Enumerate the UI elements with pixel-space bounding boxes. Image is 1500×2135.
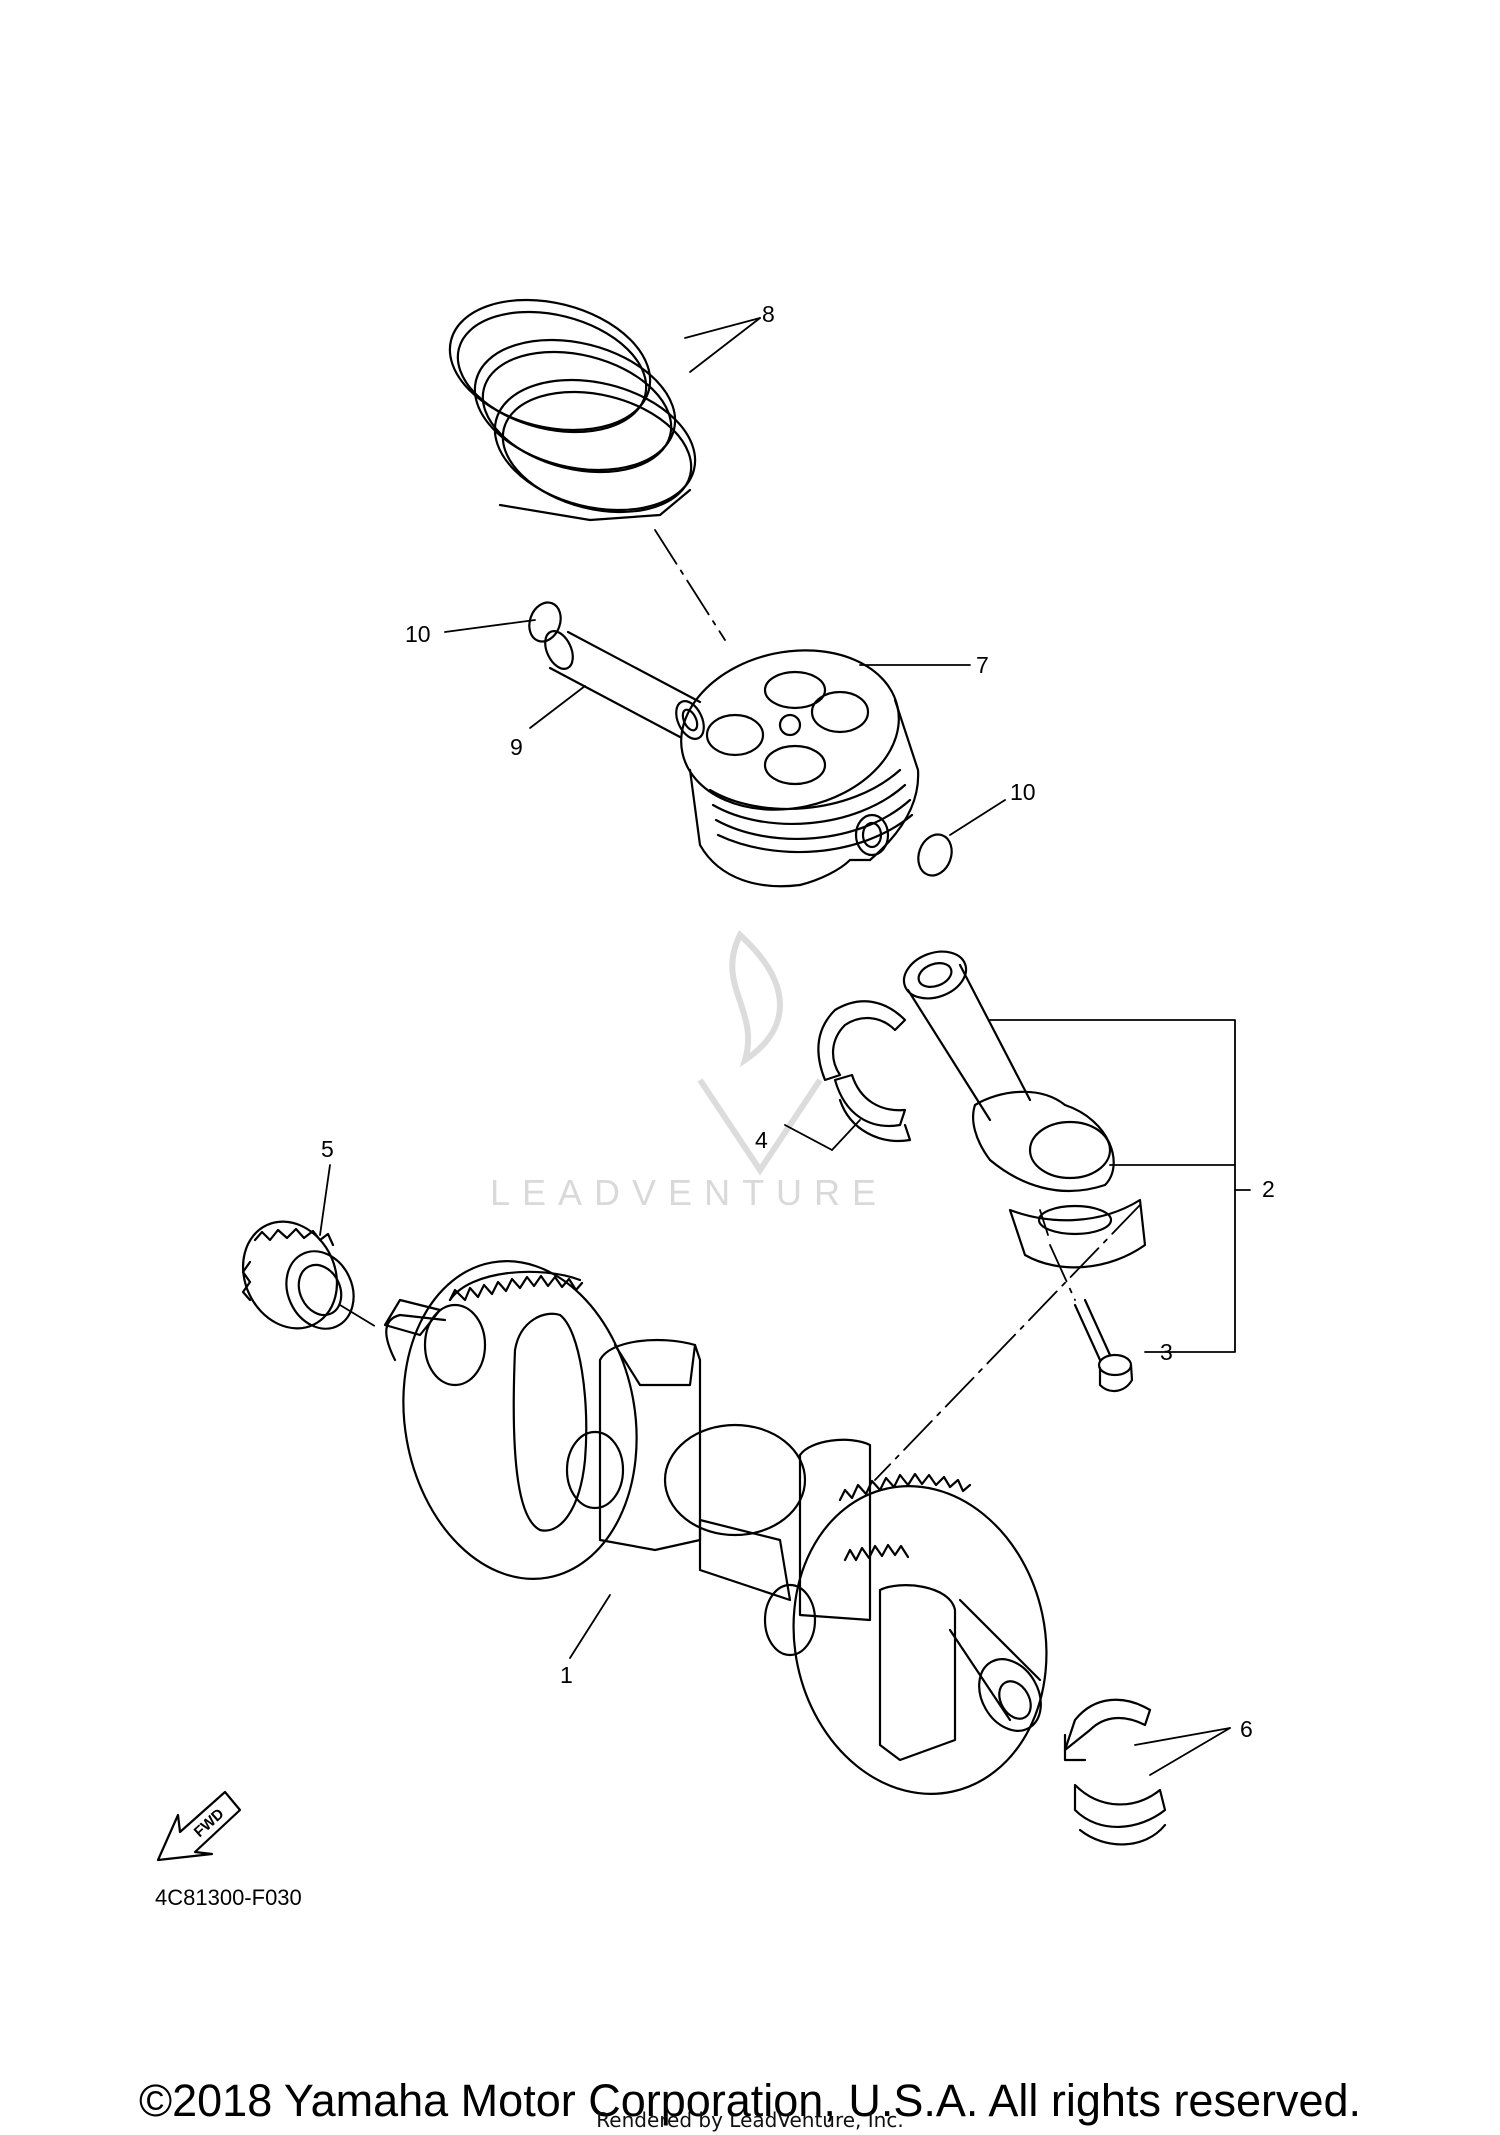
connecting-rod [897,943,1145,1267]
watermark-brand-text: LEADVENTURE [490,1172,888,1213]
circlip-right [913,830,957,880]
crank-web-4 [766,1462,1075,1817]
big-end-bearings [818,1001,910,1141]
circlip-left [524,598,566,646]
callout-10-left: 10 [405,621,431,647]
watermark-v [700,1080,820,1170]
primary-drive-gear [226,1206,366,1344]
callout-10-right: 10 [1010,779,1036,805]
callout-5: 5 [321,1136,334,1162]
crank-gear-teeth-1 [450,1276,582,1300]
callout-2: 2 [1262,1176,1275,1202]
piston-pin [540,627,710,743]
callout-numbers: 8 10 7 9 10 4 5 2 3 1 6 [321,301,1275,1742]
valve-pocket-2 [812,692,868,732]
fwd-arrow-icon [158,1792,240,1860]
watermark-flame [732,935,780,1060]
piston [666,631,918,886]
piston-rings [436,280,709,530]
callout-9: 9 [510,734,523,760]
rendered-by-notice: Rendered by LeadVenture, Inc. [596,2108,904,2132]
crank-web-3 [800,1440,870,1620]
callout-7: 7 [976,652,989,678]
watermark: LEADVENTURE [490,935,888,1213]
valve-pocket-1 [765,672,825,708]
callout-4: 4 [755,1127,768,1153]
crank-pin-1 [665,1425,805,1535]
watermark-logo [700,935,820,1170]
connecting-rod-bolt [1075,1300,1132,1391]
valve-pocket-4 [765,746,825,784]
valve-pocket-3 [707,715,763,755]
rod-cap [1010,1200,1145,1267]
diagram-code: 4C81300-F030 [155,1885,302,1910]
callout-6: 6 [1240,1716,1253,1742]
callout-3: 3 [1160,1339,1173,1365]
crank-web-1 [379,1242,661,1597]
callout-1: 1 [560,1662,573,1688]
main-bearings [1065,1700,1165,1845]
fwd-arrow: FWD [158,1792,240,1860]
crank-gear-teeth-3 [845,1545,908,1560]
callout-8: 8 [762,301,775,327]
leader-lines [320,318,1250,1775]
alignment-lines [340,530,1140,1480]
copyright-notice: ©2018 Yamaha Motor Corporation, U.S.A. A… [138,2075,1362,2126]
crankshaft [379,1242,1075,1817]
crank-gear-teeth-2 [840,1474,970,1500]
